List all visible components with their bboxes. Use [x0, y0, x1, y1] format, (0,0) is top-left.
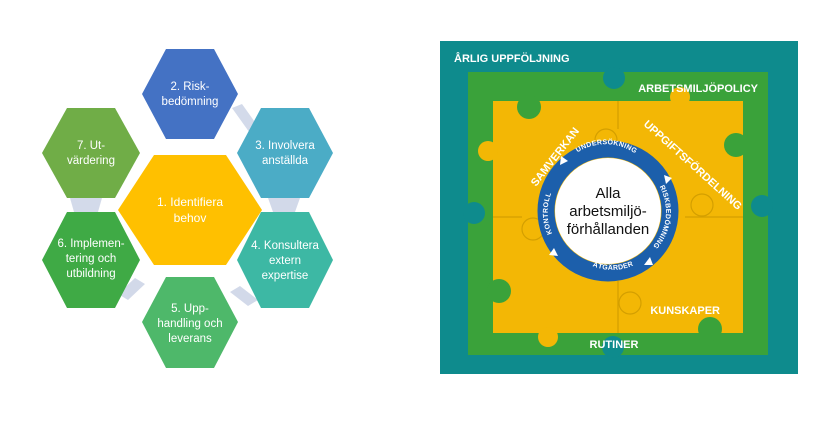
hex-step-7-evaluation: 7. Ut- värdering [42, 108, 140, 198]
hex-line: tering och [66, 253, 117, 265]
hex-line: utbildning [66, 268, 115, 280]
work-environment-puzzle-model: UNDERSÖKNING RISKBEDÖMNING ÅTGÄRDER KONT… [440, 41, 798, 374]
connector-5-6 [118, 278, 145, 300]
hex-line: 6. Implemen- [57, 238, 124, 250]
center-text-line: Alla [595, 185, 621, 202]
hex-line: 2. Risk- [171, 81, 210, 93]
hex-line: värdering [67, 155, 115, 167]
hex-step-6-implementation: 6. Implemen- tering och utbildning [42, 212, 140, 308]
process-ring [537, 140, 679, 282]
hex-line: 7. Ut- [77, 140, 105, 152]
hex-line: handling och [157, 318, 222, 330]
center-text-line: förhållanden [567, 221, 650, 238]
hex-shape [142, 277, 238, 368]
hex-step-5-procurement: 5. Upp- handling och leverans [142, 277, 238, 368]
teal-puzzle-knobs [463, 67, 773, 358]
hex-shape [237, 212, 333, 308]
policy-label: ARBETSMILJÖPOLICY [638, 82, 758, 95]
hex-step-2-risk-assessment: 2. Risk- bedömning [142, 49, 238, 139]
hex-line: 5. Upp- [171, 303, 209, 315]
hex-line: 1. Identifiera [157, 195, 223, 209]
hex-shape [42, 108, 140, 198]
arrow-icon [664, 175, 672, 184]
hex-shape [142, 49, 238, 139]
ring-label-control: KONTROLL [543, 191, 554, 235]
arrow-icon [644, 257, 653, 265]
center-text-line: arbetsmiljö- [569, 203, 647, 220]
ring-arrows [549, 156, 672, 265]
hex-line: leverans [168, 333, 212, 345]
hex-shape [118, 155, 262, 265]
hex-line: 3. Involvera [255, 140, 315, 152]
yellow-puzzle-knobs [478, 87, 690, 347]
routines-label: RUTINER [590, 339, 639, 351]
hex-shape [237, 108, 333, 198]
hex-shape [42, 212, 140, 308]
arrow-icon [549, 248, 558, 256]
connector-3-4 [268, 198, 300, 212]
hexagon-process-diagram: 2. Risk- bedömning 7. Ut- värdering 3. I… [42, 49, 333, 368]
annual-followup-label: ÅRLIG UPPFÖLJNING [454, 52, 570, 65]
hex-line: extern [269, 255, 301, 267]
knowledge-label: KUNSKAPER [650, 305, 720, 317]
arrow-icon [560, 156, 568, 165]
hex-line: behov [174, 211, 207, 225]
hex-step-1-identify-needs: 1. Identifiera behov [118, 155, 262, 265]
hex-step-4-consult-experts: 4. Konsultera extern expertise [237, 212, 333, 308]
connector-6-7 [70, 198, 102, 212]
green-puzzle-knobs [487, 95, 748, 341]
hex-line: 4. Konsultera [251, 240, 319, 252]
hex-line: bedömning [162, 96, 219, 108]
connector-4-5 [230, 286, 258, 306]
hex-step-3-involve-employees: 3. Involvera anställda [237, 108, 333, 198]
hex-line: anställda [262, 155, 309, 167]
hex-line: expertise [262, 270, 309, 282]
center-circle [555, 158, 661, 264]
